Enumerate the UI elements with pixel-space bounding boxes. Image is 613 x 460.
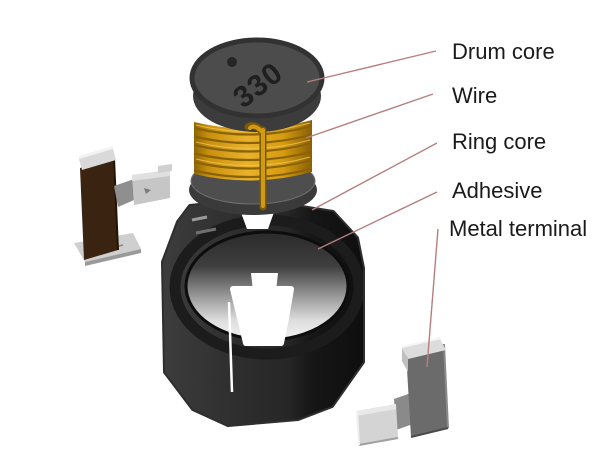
ring-core-front-cutout bbox=[230, 286, 294, 346]
label-adhesive: Adhesive bbox=[452, 178, 543, 203]
terminal-right-foot-top bbox=[357, 404, 396, 416]
terminal-left-plate-edge bbox=[113, 157, 119, 251]
labels: Drum core Wire Ring core Adhesive Metal … bbox=[449, 39, 587, 241]
terminal-right-foot bbox=[357, 404, 398, 445]
leader-lines bbox=[305, 50, 439, 368]
leader-line-ring-core bbox=[311, 142, 438, 211]
terminal-right-foot-left-edge bbox=[356, 410, 360, 446]
terminal-left-clip-mark bbox=[144, 188, 151, 194]
terminal-left-plate bbox=[80, 158, 118, 260]
ring-core bbox=[161, 199, 365, 427]
label-drum-core: Drum core bbox=[452, 39, 555, 64]
label-metal-terminal: Metal terminal bbox=[449, 216, 587, 241]
leader-line-wire bbox=[305, 93, 434, 139]
terminal-left-arm bbox=[114, 179, 134, 207]
terminal-right-plate-edge bbox=[443, 343, 449, 429]
leader-line-drum-core bbox=[306, 50, 437, 83]
drum-core-assembly: 330 bbox=[189, 37, 325, 215]
terminal-right-step bbox=[394, 393, 413, 430]
terminal-right-plate-bottom bbox=[410, 427, 449, 438]
metal-terminal-right bbox=[356, 337, 449, 446]
terminal-left-clip-top bbox=[132, 170, 170, 181]
terminal-right-cap bbox=[402, 339, 446, 359]
wire-coil-turns bbox=[193, 124, 313, 179]
wire-coil bbox=[193, 120, 313, 181]
label-ring-core: Ring core bbox=[452, 129, 546, 154]
terminal-right-cap-top bbox=[401, 337, 442, 348]
metal-terminal-left bbox=[74, 146, 172, 266]
terminal-right-cap-lip bbox=[402, 348, 408, 372]
ring-core-left-slit bbox=[227, 301, 234, 393]
terminal-left-cap bbox=[79, 149, 116, 170]
leader-line-adhesive bbox=[317, 191, 438, 250]
label-wire: Wire bbox=[452, 83, 497, 108]
ring-core-rim-step-2 bbox=[195, 227, 217, 235]
terminal-left-foot-edge bbox=[85, 249, 141, 266]
leader-line-metal-terminal bbox=[426, 228, 439, 368]
wire-lead bbox=[244, 122, 267, 211]
polarity-dot bbox=[227, 57, 237, 67]
terminal-left-clip-tab bbox=[158, 164, 172, 173]
ring-core-front-cutout-upper bbox=[251, 273, 278, 291]
terminal-right-plate bbox=[406, 344, 448, 437]
terminal-right-foot-edge bbox=[358, 437, 399, 446]
ring-core-rim-step-1 bbox=[191, 215, 208, 222]
